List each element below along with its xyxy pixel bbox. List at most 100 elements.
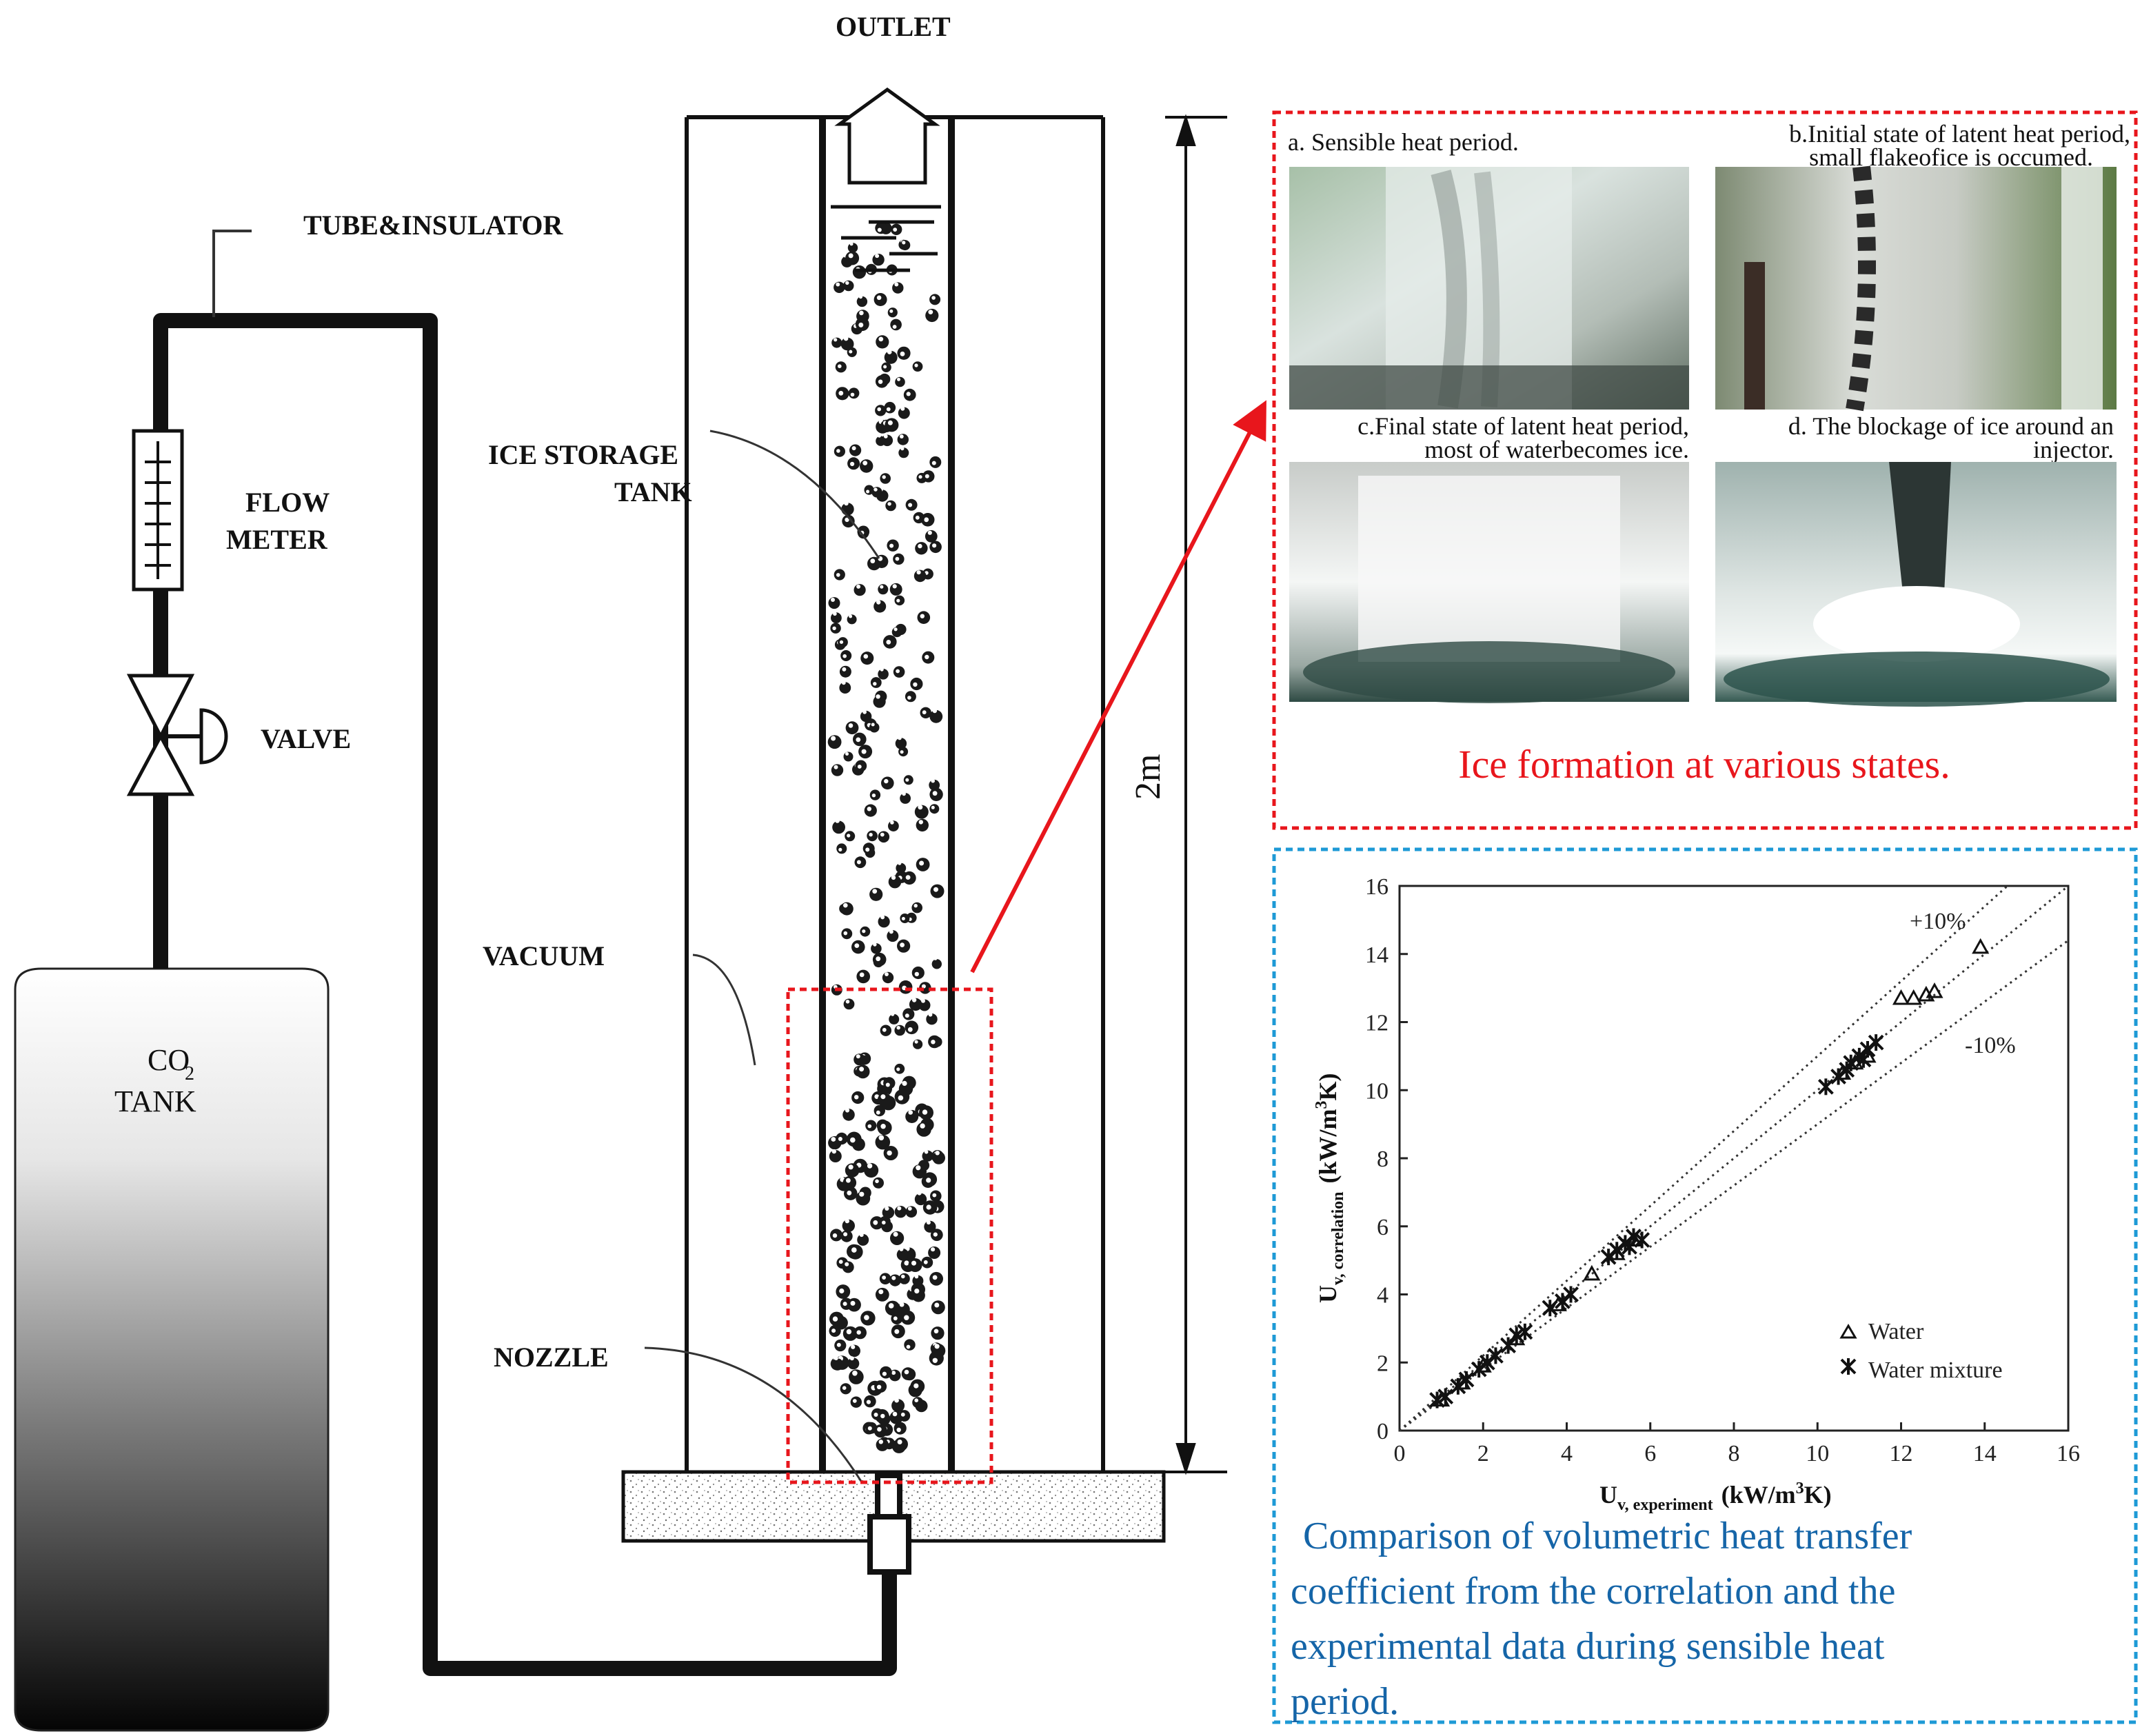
bubble-highlight xyxy=(914,1274,919,1279)
tube-insulator-label: TUBE&INSULATOR xyxy=(303,210,564,241)
bubble-highlight xyxy=(873,682,877,686)
bubble xyxy=(908,1258,922,1272)
bubble xyxy=(931,1326,945,1340)
photo-d-caption-1: d. The blockage of ice around an xyxy=(1788,412,2114,440)
bubble-highlight xyxy=(872,889,878,894)
x-tick-label: 14 xyxy=(1973,1441,1997,1466)
bubble xyxy=(878,669,889,680)
bubble-highlight xyxy=(931,461,936,465)
bubble-highlight xyxy=(907,1207,912,1211)
bubble-highlight xyxy=(831,1149,837,1154)
point-water-mixture xyxy=(1437,1388,1454,1405)
flow-meter-label-2: METER xyxy=(226,524,328,555)
bubble-highlight xyxy=(838,364,842,368)
bubble xyxy=(857,1233,869,1246)
bubble-highlight xyxy=(891,875,896,880)
bubble-highlight xyxy=(887,502,891,506)
photo-panel-frame xyxy=(1272,110,2138,830)
comparison-caption: Comparison of volumetric heat transfer c… xyxy=(1291,1515,1912,1723)
bubble-highlight xyxy=(914,363,918,367)
bubble-highlight xyxy=(856,860,861,865)
bubble-highlight xyxy=(878,379,883,384)
bubble-highlight xyxy=(904,1315,909,1320)
bubble-highlight xyxy=(851,1247,857,1253)
bubble xyxy=(873,293,887,306)
photo-d xyxy=(1715,462,2117,707)
point-water xyxy=(1892,989,1910,1005)
bubble-highlight xyxy=(859,310,864,316)
bubble-highlight xyxy=(908,1110,913,1115)
bubble-highlight xyxy=(889,929,893,934)
bubble-highlight xyxy=(918,805,923,810)
point-water-mixture xyxy=(1634,1231,1650,1249)
legend-marker-mixture xyxy=(1840,1358,1857,1375)
bubble-highlight xyxy=(926,1204,931,1210)
zoom-box xyxy=(786,987,993,1484)
bubble-highlight xyxy=(902,241,906,245)
bubble-highlight xyxy=(932,708,938,714)
point-water-mixture xyxy=(1868,1034,1884,1051)
bubble-highlight xyxy=(878,336,884,342)
bubble-highlight xyxy=(880,832,885,837)
bubble-highlight xyxy=(847,834,851,838)
bubble-highlight xyxy=(877,1426,882,1432)
bubble xyxy=(845,721,859,735)
bubble-highlight xyxy=(850,1300,856,1306)
bubble-highlight xyxy=(889,309,893,313)
bubble xyxy=(929,1351,944,1366)
bubble xyxy=(929,709,943,723)
y-tick-label: 8 xyxy=(1377,1147,1388,1172)
bubble-highlight xyxy=(876,1384,882,1390)
bubble-highlight xyxy=(914,971,920,977)
bubble-highlight xyxy=(880,667,884,672)
bubble-highlight xyxy=(849,1356,854,1361)
bubble-highlight xyxy=(854,943,860,948)
bubble-highlight xyxy=(902,1080,907,1086)
bubble xyxy=(889,1013,900,1025)
bubble-highlight xyxy=(871,723,875,727)
bubble-highlight xyxy=(883,365,887,369)
bubble-highlight xyxy=(847,1190,852,1195)
bubble-highlight xyxy=(886,640,891,645)
bubble-highlight xyxy=(934,1344,940,1349)
bubble-highlight xyxy=(838,1137,842,1141)
bubble-highlight xyxy=(916,1165,921,1171)
piping xyxy=(153,313,897,1676)
bubble-highlight xyxy=(931,805,935,809)
y-axis-label-sup: 3 xyxy=(1313,1100,1331,1109)
bubble-highlight xyxy=(899,434,904,438)
point-water-mixture xyxy=(1839,1061,1855,1078)
bubble-highlight xyxy=(882,1027,887,1032)
y-tick-label: 2 xyxy=(1377,1351,1388,1376)
x-axis-label-sub: v, experiment xyxy=(1617,1496,1713,1514)
bubble-highlight xyxy=(898,1095,904,1101)
bubble-highlight xyxy=(904,1369,909,1375)
bubble-highlight xyxy=(922,1109,928,1115)
bubble-highlight xyxy=(842,654,847,658)
bubble-highlight xyxy=(894,1397,899,1403)
bubble-highlight xyxy=(831,1329,836,1333)
point-water-mixture xyxy=(1429,1391,1445,1409)
valve-label: VALVE xyxy=(261,723,351,754)
bubble-highlight xyxy=(866,1400,871,1404)
bubble xyxy=(842,1109,855,1121)
reference-line-parity xyxy=(1399,885,2069,1432)
bubble xyxy=(918,999,931,1011)
bubble-highlight xyxy=(856,1054,860,1059)
bubble-highlight xyxy=(871,794,876,798)
photo-panel-title: Ice formation at various states. xyxy=(1458,742,1950,787)
co2-tank: CO 2 TANK xyxy=(14,967,330,1732)
bubble-highlight xyxy=(873,1220,878,1225)
bubble xyxy=(875,222,887,234)
bubble-highlight xyxy=(883,434,888,438)
bubble-highlight xyxy=(894,1329,900,1334)
bubble xyxy=(931,1300,945,1315)
bubble-highlight xyxy=(901,1274,905,1279)
y-axis-label-end: K) xyxy=(1314,1073,1342,1100)
bubble xyxy=(898,447,909,458)
bubble-highlight xyxy=(848,723,854,728)
bubble-highlight xyxy=(897,377,900,381)
bubble-highlight xyxy=(876,1110,880,1115)
bubble xyxy=(831,1358,844,1371)
